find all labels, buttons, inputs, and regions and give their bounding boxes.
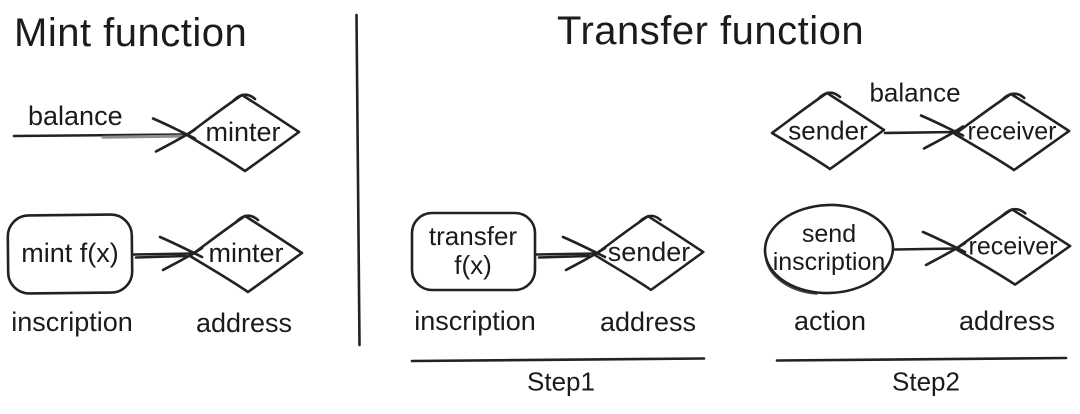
mint-balance-arrow	[12, 117, 197, 153]
transfer-section-title: Transfer function	[557, 9, 865, 53]
step2-underline	[775, 356, 1068, 362]
transfer-box-label: transfer f(x)	[429, 222, 517, 280]
mint-balance-label: balance	[28, 101, 123, 131]
send-inscription-label: send inscription	[773, 220, 886, 276]
send-inscription-ellipse	[763, 203, 895, 295]
receiver-bottom-label: receiver	[968, 232, 1058, 261]
step2-address-caption: address	[958, 306, 1056, 337]
send-inscription-line2: inscription	[772, 248, 886, 276]
mint-arrow	[132, 235, 204, 272]
transfer-arrow	[534, 235, 607, 272]
mint-section-title: Mint function	[14, 11, 248, 55]
transfer-function-box	[410, 211, 537, 292]
transfer-box-line1: transfer	[428, 221, 518, 251]
minter-bottom-label: minter	[208, 238, 284, 269]
step1-inscription-caption: inscription	[414, 306, 536, 337]
transfer-box-line2: f(x)	[454, 250, 492, 280]
step2-send-arrow	[893, 230, 967, 267]
sender-step2-label: sender	[788, 115, 868, 146]
send-inscription-line1: send	[801, 220, 857, 248]
step1-underline	[410, 357, 706, 363]
step2-label: Step2	[892, 366, 960, 397]
mint-box-label: mint f(x)	[21, 238, 119, 269]
minter-top-label: minter	[205, 117, 281, 148]
step2-balance-label: balance	[869, 77, 961, 108]
mint-inscription-caption: inscription	[11, 307, 133, 338]
mint-function-box	[6, 213, 134, 295]
step2-balance-arrow	[883, 114, 965, 150]
mint-address-caption: address	[195, 308, 293, 339]
sender-step1-label: sender	[607, 237, 691, 268]
step2-action-caption: action	[793, 306, 867, 337]
section-divider-line	[355, 13, 361, 347]
receiver-top-label: receiver	[967, 117, 1057, 146]
step1-label: Step1	[527, 366, 595, 397]
step1-address-caption: address	[599, 307, 697, 338]
